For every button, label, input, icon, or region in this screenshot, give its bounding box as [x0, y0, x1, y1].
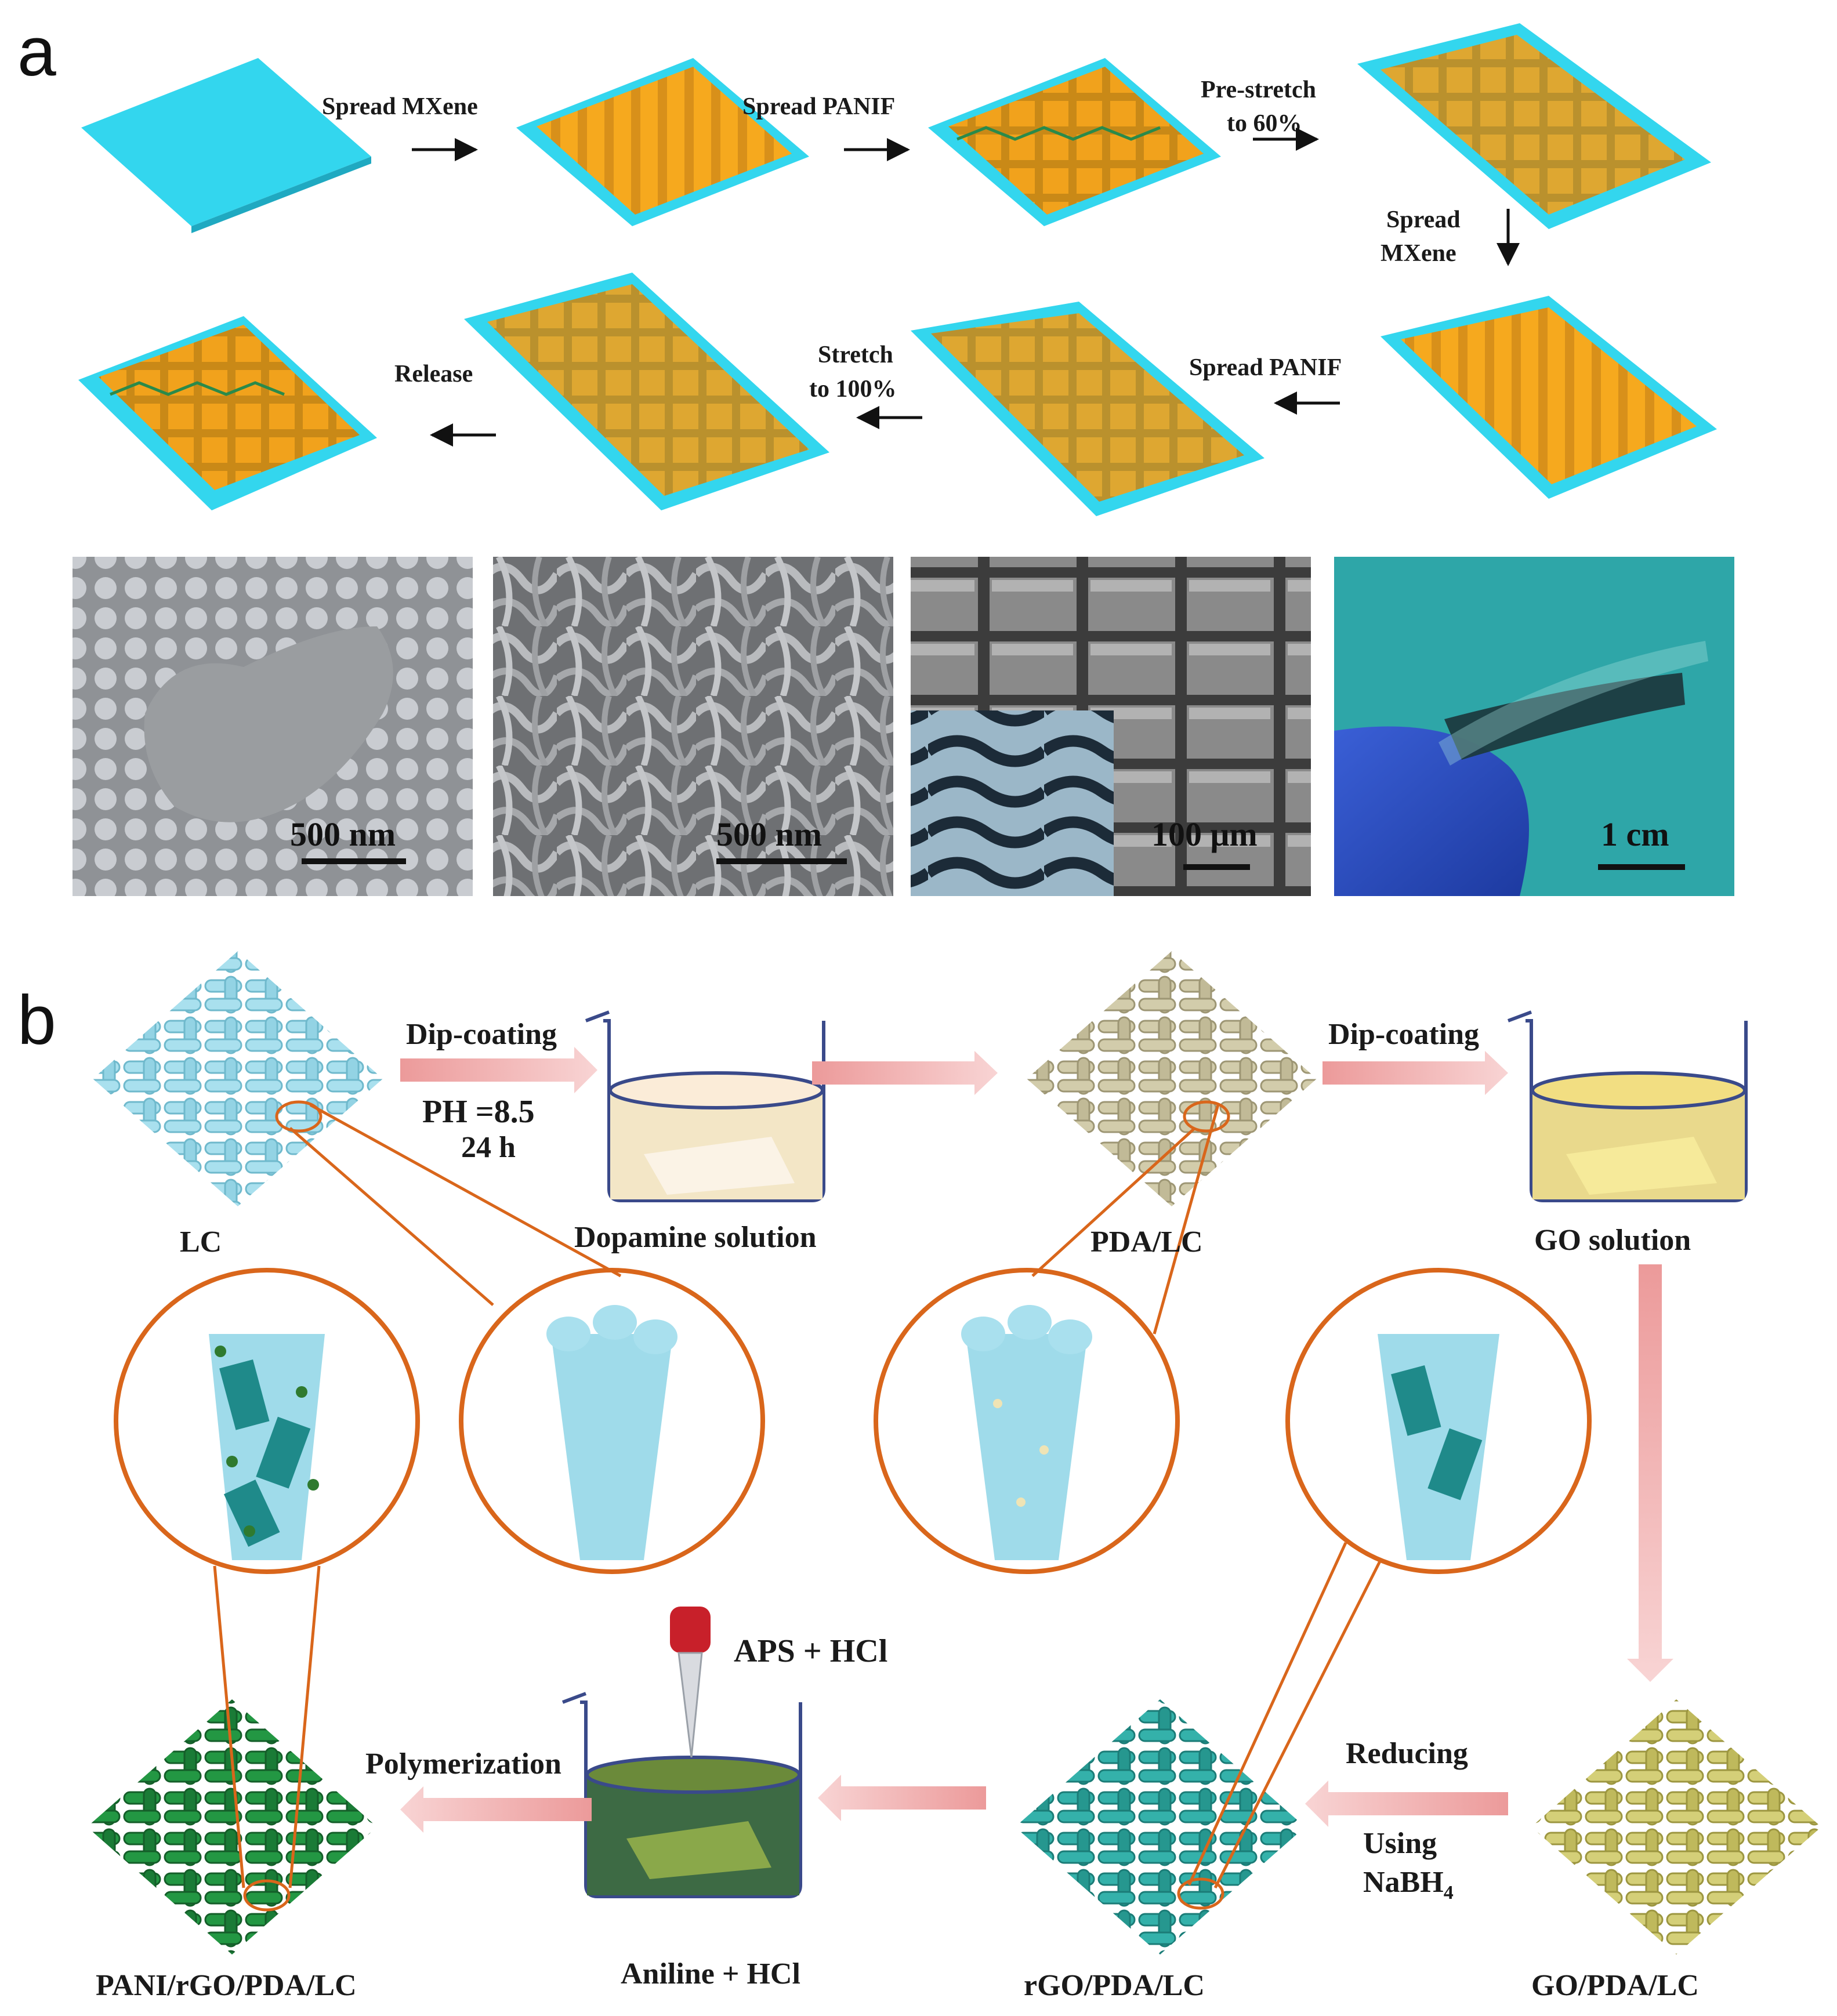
flow-arrow-6	[818, 1775, 986, 1821]
beaker-go	[1507, 1010, 1748, 1202]
label-pani: PANI/rGO/PDA/LC	[96, 1969, 357, 2002]
step-nabh4: NaBH4	[1363, 1866, 1454, 1903]
label-lc: LC	[180, 1225, 222, 1259]
zoom-pda	[874, 1268, 1180, 1574]
label-rgo: rGO/PDA/LC	[1024, 1969, 1205, 2002]
photo-device: 1 cm	[1334, 557, 1734, 896]
step-reducing: Reducing	[1346, 1737, 1468, 1770]
step-prestretch-2: to 60%	[1227, 110, 1302, 137]
beaker-aniline	[561, 1692, 802, 1898]
fabric-go-pda-lc	[1531, 1699, 1821, 1955]
label-go-solution: GO solution	[1534, 1224, 1691, 1257]
zoom-pani	[114, 1268, 420, 1574]
step-prestretch-1: Pre-stretch	[1201, 77, 1316, 103]
flow-arrow-5	[1305, 1781, 1508, 1827]
sheet-panif-2	[911, 302, 1264, 516]
step-spread-mxene: Spread MXene	[322, 93, 478, 120]
flow-arrow-2	[812, 1051, 998, 1095]
step-using: Using	[1363, 1827, 1437, 1860]
step-stretch-2: to 100%	[809, 376, 897, 403]
fabric-lc	[93, 951, 383, 1206]
panel-a-letter: a	[17, 13, 56, 90]
scalebar-3	[1183, 864, 1250, 870]
fabric-pani	[87, 1699, 377, 1955]
scalebar-label-4: 1 cm	[1601, 815, 1669, 853]
flow-arrow-3	[1323, 1051, 1508, 1095]
step-spread-mxene-2a: Spread	[1386, 206, 1461, 233]
fabric-rgo-pda-lc	[1015, 1699, 1305, 1955]
flow-arrow-7	[400, 1786, 592, 1833]
beaker-dopamine	[585, 1010, 825, 1202]
micrograph-panif: 500 nm	[493, 557, 893, 896]
step-stretch-1: Stretch	[818, 342, 893, 368]
zoom-connectors	[213, 1100, 1382, 1912]
sheet-panif	[928, 58, 1221, 226]
step-dip-coating-2: Dip-coating	[1328, 1018, 1479, 1051]
panel-b-letter: b	[17, 981, 56, 1059]
flow-arrow-4	[1627, 1264, 1673, 1682]
sheet-substrate	[81, 58, 371, 233]
sheet-mxene-2	[1381, 296, 1717, 499]
sheet-release	[78, 316, 377, 510]
scalebar-2	[716, 858, 847, 864]
step-spread-panif-2: Spread PANIF	[1189, 354, 1342, 381]
step-aps-hcl: APS + HCl	[734, 1633, 887, 1669]
scalebar-4	[1598, 864, 1685, 870]
step-spread-mxene-2b: MXene	[1381, 240, 1456, 267]
fabric-pda-lc	[1027, 951, 1317, 1206]
label-aniline: Aniline + HCl	[621, 1957, 800, 1990]
step-ph: PH =8.5	[422, 1094, 535, 1130]
micrograph-mxene: 500 nm	[73, 557, 473, 896]
step-spread-panif: Spread PANIF	[742, 93, 895, 120]
label-dopamine-solution: Dopamine solution	[574, 1221, 817, 1254]
scalebar-label-3: 100 μm	[1151, 815, 1258, 853]
sheet-prestretch	[1357, 23, 1711, 229]
label-go-pda-lc: GO/PDA/LC	[1531, 1969, 1699, 2002]
sheet-stretched	[464, 273, 829, 510]
scalebar-1	[302, 858, 406, 864]
zoom-rgo	[1285, 1268, 1592, 1574]
label-pda-lc: PDA/LC	[1090, 1225, 1203, 1259]
step-release: Release	[394, 361, 473, 387]
zoom-lc	[459, 1268, 765, 1574]
step-time: 24 h	[461, 1131, 516, 1164]
step-dip-coating-1: Dip-coating	[406, 1018, 557, 1051]
dropper-icon	[670, 1607, 711, 1758]
scalebar-label-2: 500 nm	[716, 815, 822, 853]
sheet-mxene	[516, 58, 809, 226]
step-polymerization: Polymerization	[365, 1747, 561, 1781]
flow-arrow-1	[400, 1047, 597, 1093]
micrograph-wrinkled: 100 μm	[911, 557, 1311, 896]
scalebar-label-1: 500 nm	[290, 815, 396, 853]
